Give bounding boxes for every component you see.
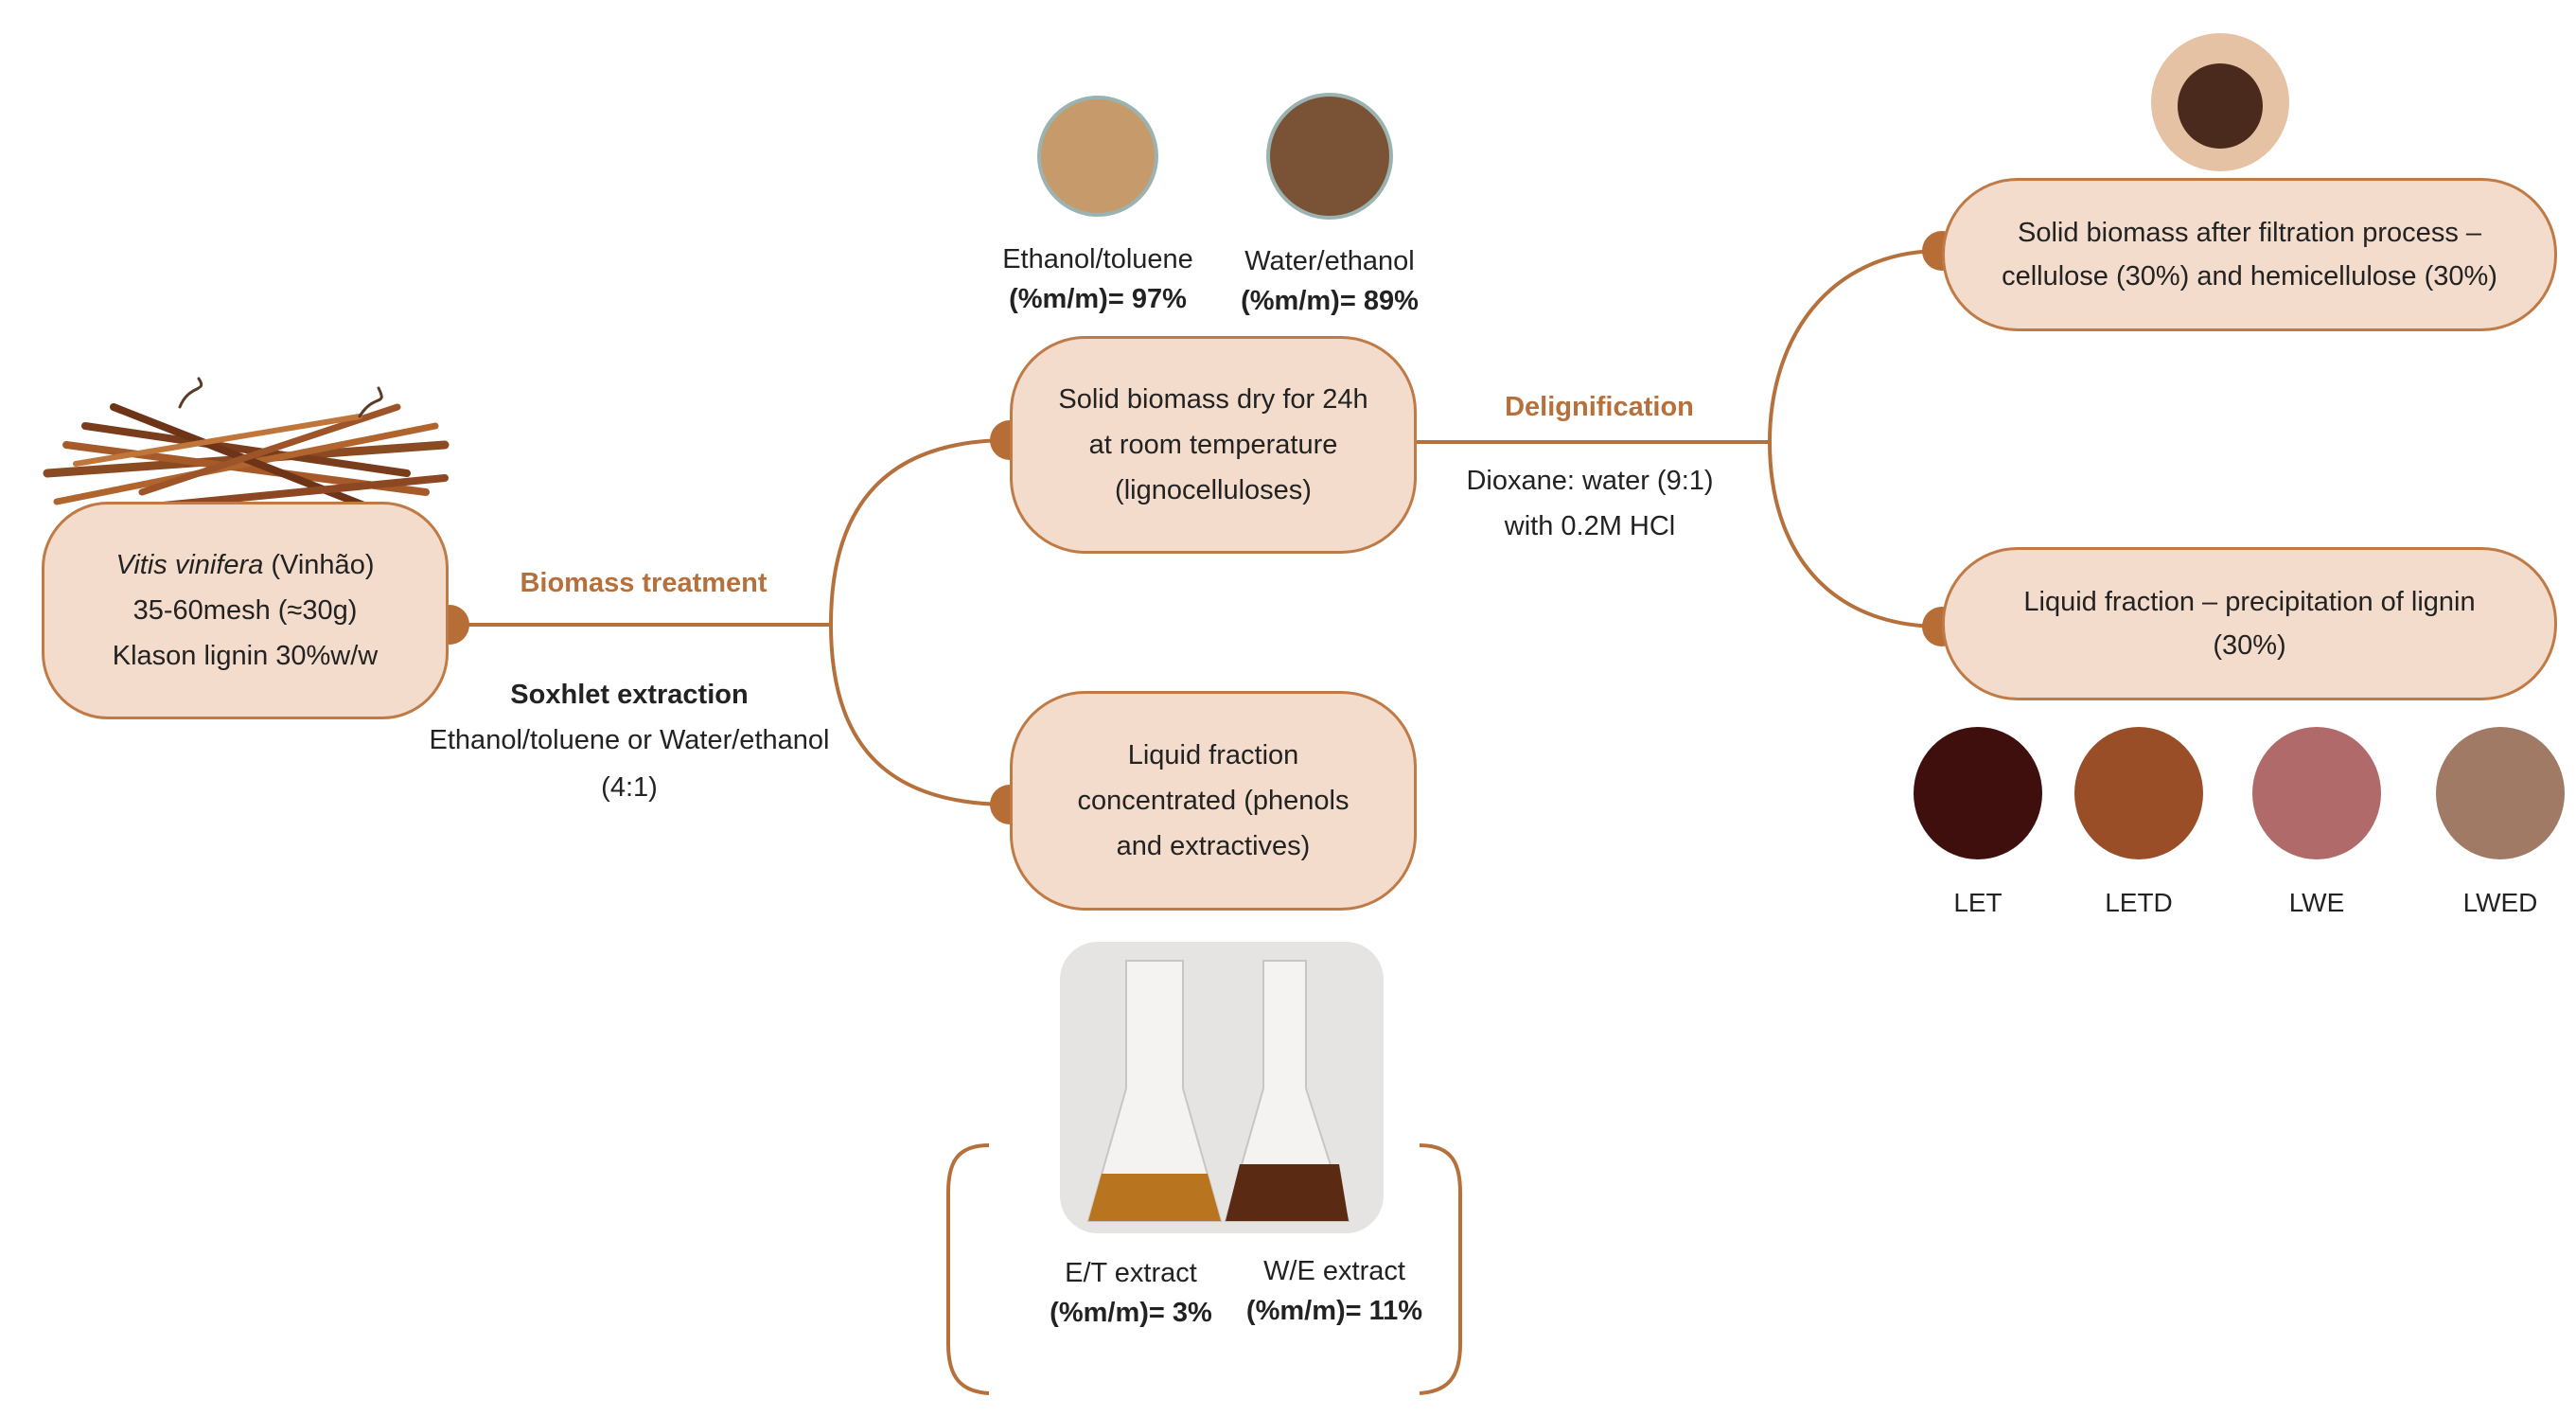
liquid-node-line3: and extractives): [1116, 831, 1311, 861]
cellulose-node-line2: cellulose (30%) and hemicellulose (30%): [2002, 261, 2497, 292]
step-delignification: Delignification: [1505, 392, 1694, 422]
extract-bracket-right: [1419, 1143, 1462, 1395]
lignin-pile-let: [1914, 727, 2042, 859]
species-variety: (Vinhão): [263, 550, 375, 580]
lignin-pile-lwe: [2252, 727, 2381, 859]
delignification-solvent-line1: Dioxane: water (9:1): [1466, 466, 1714, 496]
soxhlet-extraction-label: Soxhlet extraction: [510, 680, 749, 710]
flask-photo: [1060, 942, 1384, 1233]
cellulose-node-line1: Solid biomass after filtration process –: [2018, 218, 2481, 248]
lignin-sample-label-let: LET: [1953, 888, 2003, 917]
solid-node-line3: (lignocelluloses): [1115, 475, 1312, 505]
yield-water-ethanol-name: Water/ethanol: [1244, 246, 1415, 276]
klason-lignin: Klason lignin 30%w/w: [112, 641, 379, 671]
extract-bracket-left: [946, 1143, 990, 1395]
lignin-pile-lwed: [2436, 727, 2565, 859]
lignin-node-line2: (30%): [2213, 630, 2286, 661]
liquid-node-line1: Liquid fraction: [1127, 740, 1299, 770]
vine-twigs-image: [43, 377, 450, 515]
connector-branch-to-solid: [829, 438, 1011, 626]
lignin-sample-label-letd: LETD: [2105, 888, 2173, 917]
extract-we-name: W/E extract: [1263, 1256, 1405, 1286]
connector-branch2-to-lignin: [1768, 441, 1943, 628]
sample-dish-ethanol-toluene: [1037, 96, 1158, 217]
yield-ethanol-toluene-value: (%m/m)= 97%: [1009, 284, 1187, 314]
lignin-node-line1: Liquid fraction – precipitation of ligni…: [2023, 587, 2476, 617]
sample-dish-water-ethanol: [1266, 93, 1393, 220]
delignification-solvent-line2: with 0.2M HCl: [1504, 511, 1676, 541]
start-node-vitis-vinifera: Vitis vinifera (Vinhão) 35-60mesh (≈30g)…: [42, 502, 449, 719]
connector-branch-to-liquid: [829, 624, 1011, 806]
cellulose-node: Solid biomass after filtration process –…: [1942, 178, 2557, 331]
yield-ethanol-toluene-name: Ethanol/toluene: [1002, 244, 1193, 274]
solid-biomass-node: Solid biomass dry for 24h at room temper…: [1010, 336, 1417, 554]
soxhlet-solvent-line1: Ethanol/toluene or Water/ethanol: [429, 725, 830, 755]
yield-water-ethanol-value: (%m/m)= 89%: [1241, 286, 1419, 316]
connector-branch2-to-cellulose: [1768, 249, 1943, 443]
extract-et-name: E/T extract: [1065, 1258, 1197, 1288]
cellulose-filter-image: [2151, 33, 2289, 171]
lignin-sample-label-lwe: LWE: [2288, 888, 2345, 917]
solid-node-line2: at room temperature: [1088, 430, 1338, 460]
lignin-node: Liquid fraction – precipitation of ligni…: [1942, 547, 2557, 700]
lignin-sample-label-lwed: LWED: [2462, 888, 2538, 917]
mesh-size: 35-60mesh (≈30g): [132, 595, 358, 626]
lignin-pile-letd: [2074, 727, 2203, 859]
species-name: Vitis vinifera: [115, 550, 264, 580]
liquid-node-line2: concentrated (phenols: [1077, 786, 1350, 816]
liquid-fraction-node: Liquid fraction concentrated (phenols an…: [1010, 691, 1417, 911]
extract-we-value: (%m/m)= 11%: [1245, 1296, 1423, 1326]
extract-et-value: (%m/m)= 3%: [1050, 1298, 1212, 1328]
step-biomass-treatment: Biomass treatment: [520, 568, 768, 598]
soxhlet-solvent-line2: (4:1): [601, 772, 658, 803]
solid-node-line1: Solid biomass dry for 24h: [1058, 384, 1368, 415]
lignin-powder-piles: [1914, 727, 2565, 859]
